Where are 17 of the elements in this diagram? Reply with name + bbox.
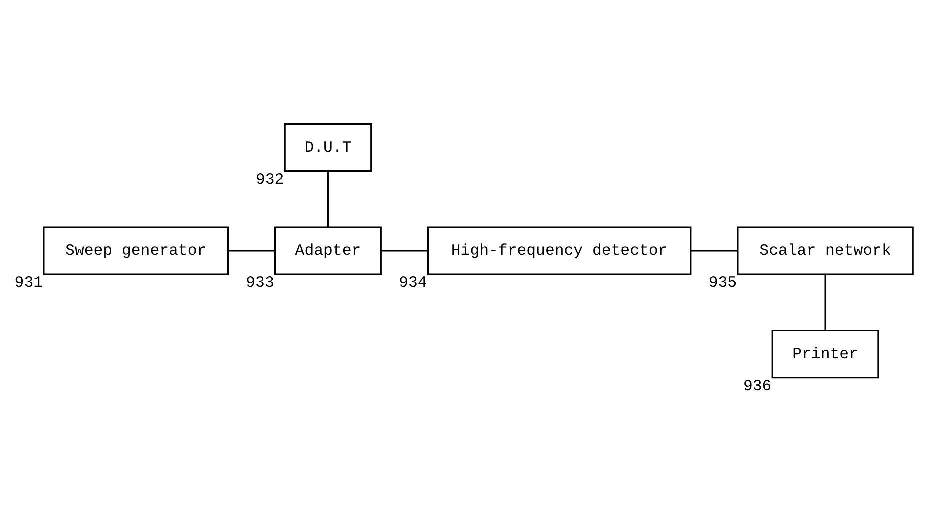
node-label: 934	[399, 274, 428, 292]
node-box: Sweep generator	[43, 226, 230, 275]
node-box: D.U.T	[284, 122, 372, 172]
node-label: 935	[708, 274, 738, 292]
node-label: 933	[246, 274, 274, 292]
node-box: Adapter	[274, 226, 382, 275]
node-label: 932	[256, 170, 284, 188]
connector	[327, 170, 330, 227]
connector	[228, 250, 275, 252]
node-label: 931	[14, 274, 44, 292]
node-box: High-frequency detector	[427, 226, 692, 275]
node-box: Printer	[772, 329, 880, 378]
connector	[824, 274, 826, 330]
node-box: Scalar network	[737, 226, 914, 275]
connector	[381, 250, 428, 252]
node-label: 936	[743, 376, 772, 395]
connector	[691, 250, 738, 252]
